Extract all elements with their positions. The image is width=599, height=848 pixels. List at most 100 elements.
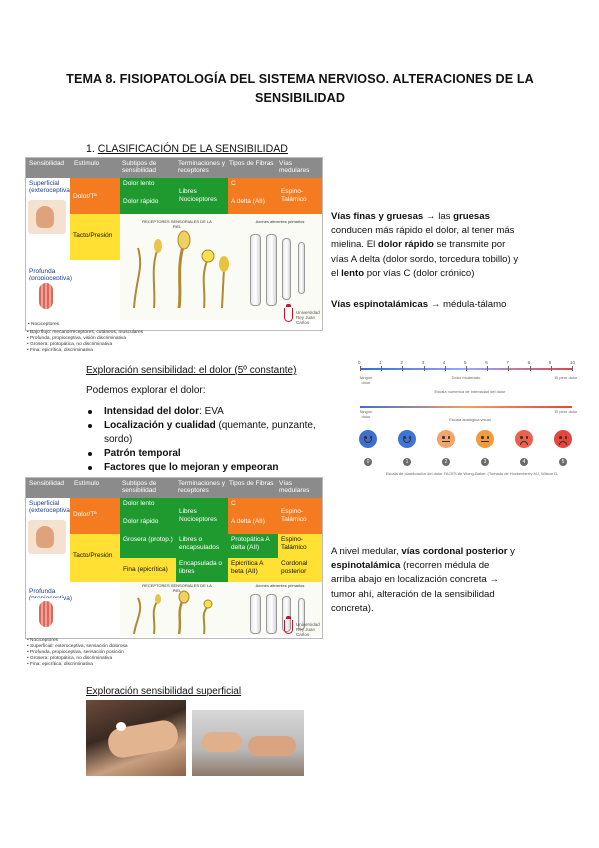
scale-tick bbox=[550, 366, 552, 371]
label-profunda: Profunda (propioceptiva) bbox=[29, 268, 72, 282]
page-title: TEMA 8. FISIOPATOLOGÍA DEL SISTEMA NERVI… bbox=[66, 72, 534, 105]
cell-fibra-c: C bbox=[228, 498, 278, 516]
section-heading-classification: 1. CLASIFICACIÓN DE LA SENSIBILIDAD bbox=[86, 143, 288, 155]
cell-dolor-rapido: Dolor rápido bbox=[120, 196, 176, 214]
hand-photo bbox=[28, 200, 66, 234]
face-number: 0 bbox=[364, 458, 372, 466]
scale-number: 6 bbox=[485, 360, 488, 365]
cell-fibra-adelta: A delta (AII) bbox=[228, 196, 278, 214]
scale-tick bbox=[508, 366, 510, 371]
scale-left-label: Ningún dolor bbox=[359, 375, 373, 385]
list-item: Factores que lo mejoran y empeoran bbox=[86, 461, 346, 475]
section-heading-superficial: Exploración sensibilidad superficial bbox=[86, 686, 242, 697]
receptors-drawing bbox=[133, 230, 229, 309]
table1-footnote-list: • Bajo flujo: mecanorreceptores, cutáneo… bbox=[27, 330, 144, 353]
header-vias: Vías medulares bbox=[279, 480, 310, 494]
afferent-axons-label: Axones aferentes primarios bbox=[255, 583, 305, 588]
header-fibras: Tipos de Fibras bbox=[229, 480, 274, 487]
muscle-image bbox=[30, 280, 64, 312]
scale-tick bbox=[487, 366, 489, 371]
cell-dolor-lento: Dolor lento bbox=[120, 498, 176, 516]
scale-number: 3 bbox=[421, 360, 425, 365]
scale-number: 5 bbox=[464, 360, 467, 365]
scale-tick bbox=[529, 366, 531, 371]
cell-espino: Espino-Talámico bbox=[278, 178, 322, 214]
section-heading-pain: Exploración sensibilidad: el dolor (5º c… bbox=[86, 365, 297, 376]
face-number: 2 bbox=[442, 458, 450, 466]
university-logo: Universidad Rey Juan Carlos bbox=[284, 304, 322, 326]
face-number: 1 bbox=[403, 458, 411, 466]
scale-number: 1 bbox=[379, 360, 382, 365]
side-note-spinothalamic: Vías espinotalámicas → médula-tálamo bbox=[331, 299, 507, 310]
superficial-sensitivity-photo-1 bbox=[86, 700, 186, 776]
header-sensibilidad: Sensibilidad bbox=[29, 160, 65, 167]
scale-number: 9 bbox=[548, 360, 552, 365]
scale-number: 2 bbox=[400, 360, 403, 365]
section-title: CLASIFICACIÓN DE LA SENSIBILIDAD bbox=[97, 143, 288, 155]
pain-face-icon bbox=[359, 430, 377, 448]
scale-number: 8 bbox=[527, 360, 531, 365]
receptors-illustration: RECEPTORES SENSORIALES DE LA PIEL Axones… bbox=[120, 582, 322, 636]
vas-right-label: El peor dolor bbox=[554, 409, 578, 414]
superficial-sensitivity-photo-2 bbox=[192, 710, 304, 776]
scale-number: 7 bbox=[506, 360, 509, 365]
side-note-fibers: Vías finas y gruesas → las gruesas condu… bbox=[331, 211, 519, 279]
skin-receptors-label: RECEPTORES SENSORIALES DE LA PIEL bbox=[142, 219, 212, 229]
cell-encapsulada: Encapsulada o libres bbox=[176, 558, 228, 582]
scale-number: 10 bbox=[570, 360, 576, 365]
cell-espino-2: Espino-Talámico bbox=[278, 534, 322, 558]
scale-tick bbox=[466, 366, 467, 371]
table-header-row bbox=[26, 158, 322, 178]
face-number: 3 bbox=[481, 458, 489, 466]
list-item: Intensidad del dolor: EVA bbox=[86, 405, 346, 419]
scale-tick bbox=[444, 366, 446, 371]
pain-face-icon bbox=[554, 430, 572, 448]
header-fibras: Tipos de Fibras bbox=[229, 160, 274, 167]
cell-cordonal: Cordonal posterior bbox=[278, 558, 322, 582]
hand-photo bbox=[28, 520, 66, 554]
classification-table-slide-2: Sensibilidad Estímulo Subtipos de sensib… bbox=[25, 477, 323, 639]
cell-epicritica: Epicrítica A beta (AII) bbox=[228, 558, 278, 582]
pain-exploration-list: Intensidad del dolor: EVA Localización y… bbox=[86, 405, 346, 475]
pain-face-icon bbox=[476, 430, 494, 448]
header-subtipos: Subtipos de sensibilidad bbox=[122, 480, 157, 494]
receptors-illustration: RECEPTORES SENSORIALES DE LA PIEL Axones… bbox=[120, 214, 322, 320]
section-number: 1. bbox=[86, 143, 95, 155]
pain-face-icon bbox=[398, 430, 416, 448]
cell-espino: Espino-Talámico bbox=[278, 498, 322, 534]
header-terminaciones: Terminaciones y receptores bbox=[178, 480, 225, 494]
header-sensibilidad: Sensibilidad bbox=[29, 480, 65, 487]
scale-number: 0 bbox=[358, 360, 361, 365]
scale-middle-label: Dolor moderado bbox=[451, 375, 481, 380]
faces-caption: Escala de clasificación del dolor FACES … bbox=[385, 471, 559, 476]
header-estimulo: Estímulo bbox=[74, 160, 100, 167]
cell-tacto: Tacto/Presión bbox=[70, 534, 120, 582]
receptors-drawing bbox=[133, 590, 213, 635]
table2-footnote-list: • Nociceptores • Superficial: exterocept… bbox=[27, 638, 128, 667]
pain-face-icon bbox=[437, 430, 455, 448]
scale-number: 4 bbox=[442, 360, 446, 365]
scale-tick bbox=[381, 366, 383, 371]
vas-left-label: Ningún dolor bbox=[359, 409, 373, 419]
cell-protopatica: Protopática A delta (AII) bbox=[228, 534, 278, 558]
scale-right-label: El peor dolor bbox=[554, 375, 578, 380]
cell-grosera: Grosera (protop.) bbox=[120, 534, 176, 558]
muscle-image bbox=[30, 598, 64, 630]
afferent-axons-label: Axones aferentes primarios bbox=[255, 219, 305, 224]
header-subtipos: Subtipos de sensibilidad bbox=[122, 160, 157, 174]
header-estimulo: Estímulo bbox=[74, 480, 100, 487]
scale-tick bbox=[423, 366, 425, 371]
label-superficial: Superficial (exteroceptiva) bbox=[29, 500, 72, 514]
label-superficial: Superficial (exteroceptiva) bbox=[29, 180, 72, 194]
cell-fina: Fina (epicrítica) bbox=[120, 558, 176, 582]
cell-fibra-c: C bbox=[228, 178, 278, 196]
list-item: Patrón temporal bbox=[86, 447, 346, 461]
cell-dolor-rapido: Dolor rápido bbox=[120, 516, 176, 534]
cell-dolor: Dolor/Tª bbox=[70, 178, 120, 214]
university-logo: Universidad Rey Juan Carlos bbox=[284, 616, 322, 638]
pain-face-icon bbox=[515, 430, 533, 448]
scale-caption-numeric: Escala numérica de intensidad del dolor bbox=[434, 389, 506, 394]
list-item: Localización y cualidad (quemante, punza… bbox=[86, 419, 346, 447]
scale-tick bbox=[360, 366, 361, 371]
